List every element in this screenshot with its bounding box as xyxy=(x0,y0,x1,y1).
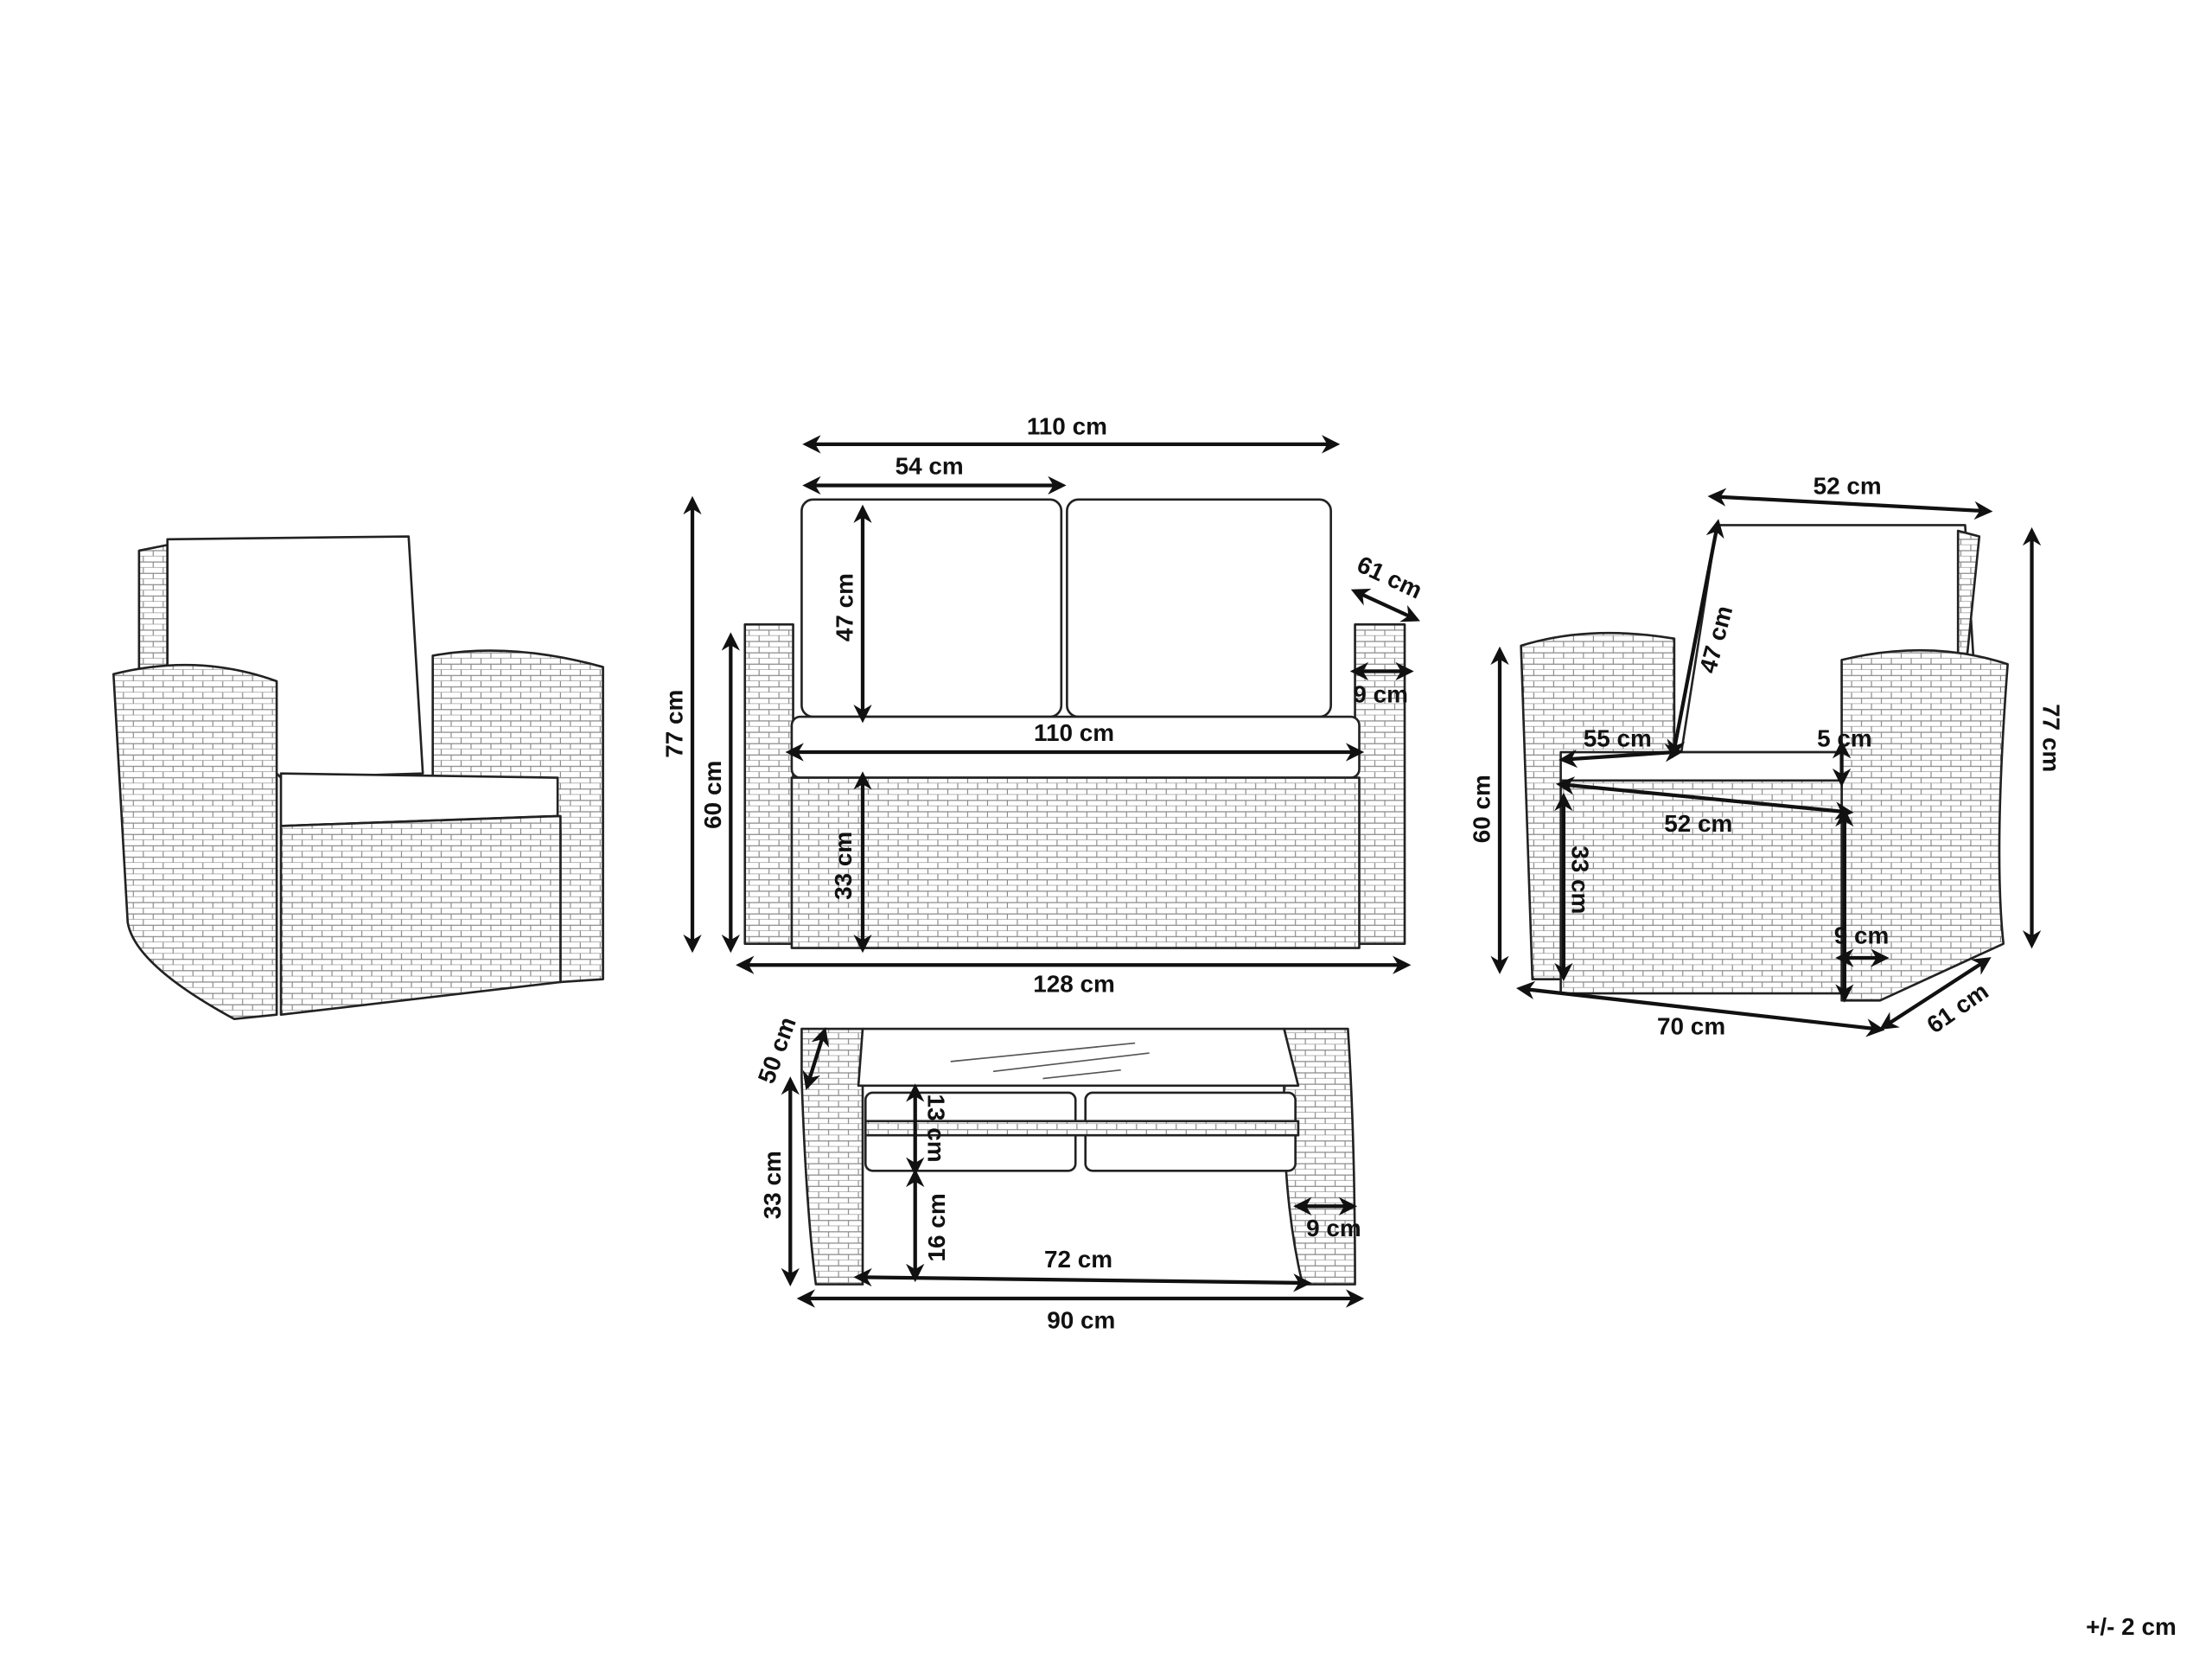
dim-table-width: 90 cm xyxy=(1047,1306,1115,1333)
dim-chair-back-width: 52 cm xyxy=(1814,472,1882,499)
dim-table-depth: 50 cm xyxy=(753,1013,801,1087)
dim-sofa-total-height: 77 cm xyxy=(661,690,688,758)
dim-chair-seat-height: 33 cm xyxy=(1567,845,1594,914)
armchair-right-view xyxy=(1520,524,2009,1002)
dim-table-shelf-gap: 13 cm xyxy=(922,1094,949,1162)
tolerance-note: +/- 2 cm xyxy=(2086,1613,2177,1640)
dim-sofa-seat-width: 110 cm xyxy=(1034,719,1114,746)
dim-chair-seat-width: 52 cm xyxy=(1664,810,1732,837)
dim-sofa-arm-width: 9 cm xyxy=(1353,681,1408,708)
armchair-left-view xyxy=(112,535,604,1020)
dim-table-leg-width: 9 cm xyxy=(1306,1215,1361,1241)
dim-sofa-total-width: 128 cm xyxy=(1033,970,1115,997)
dim-sofa-arm-height: 60 cm xyxy=(699,761,726,829)
dim-chair-arm-height: 60 cm xyxy=(1469,775,1495,843)
dim-chair-seat-depth: 55 cm xyxy=(1584,724,1652,751)
dim-chair-cushion-thickness: 5 cm xyxy=(1817,724,1872,751)
dimension-lines xyxy=(683,435,2042,1308)
dim-chair-total-height: 77 cm xyxy=(2038,704,2065,772)
dim-table-inner-width: 72 cm xyxy=(1044,1246,1112,1273)
dim-sofa-back-cushion-height: 47 cm xyxy=(832,573,858,641)
dim-sofa-width-top: 110 cm xyxy=(1027,412,1107,439)
dimension-labels: 110 cm 54 cm 47 cm 77 cm 60 cm 33 cm 61 … xyxy=(661,412,2177,1640)
dim-sofa-seat-height: 33 cm xyxy=(830,832,857,900)
dim-chair-total-width: 70 cm xyxy=(1657,1013,1725,1040)
dim-table-shelf-height: 16 cm xyxy=(923,1193,950,1261)
dim-cushion-width: 54 cm xyxy=(896,452,964,479)
dim-table-height: 33 cm xyxy=(759,1151,786,1219)
dim-chair-arm-width: 9 cm xyxy=(1834,922,1890,949)
dim-chair-depth: 61 cm xyxy=(1922,978,1993,1039)
